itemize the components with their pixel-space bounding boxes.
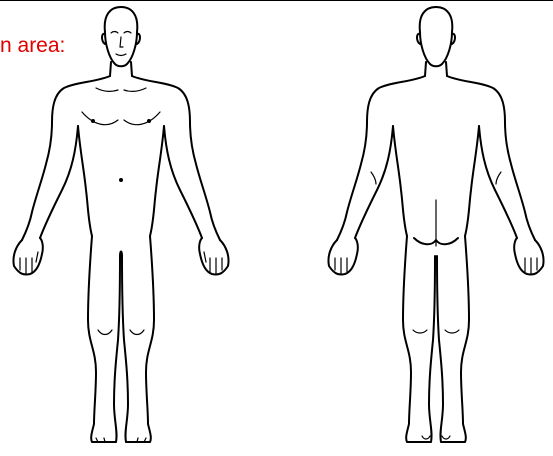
body-front-figure[interactable] — [0, 0, 250, 451]
body-back-figure[interactable] — [310, 0, 553, 451]
human-body-back-icon — [310, 0, 553, 451]
human-body-front-icon — [0, 0, 250, 451]
instruction-label: n area: — [0, 34, 65, 58]
